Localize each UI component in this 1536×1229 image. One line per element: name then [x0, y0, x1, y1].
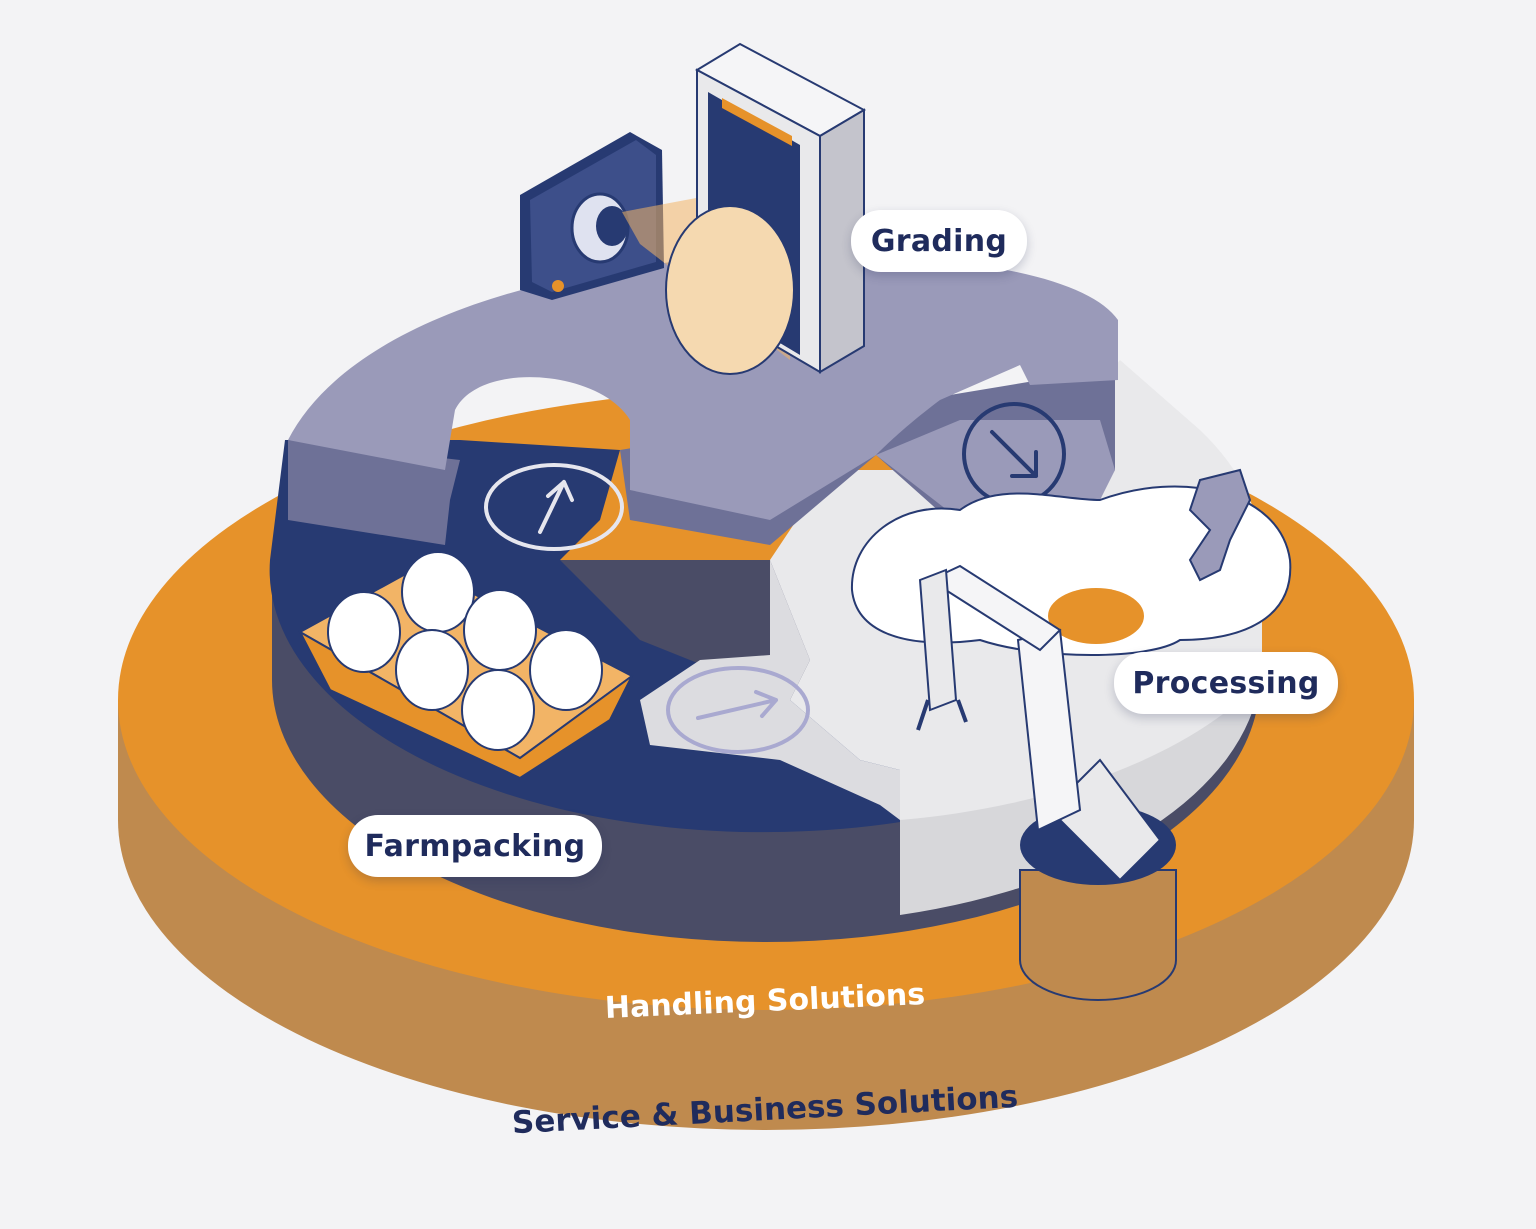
processing-arrow-icon: [666, 666, 810, 754]
egg-tray-icon: [297, 551, 634, 780]
farmpacking-label: Farmpacking: [348, 815, 602, 877]
cracked-egg-icon: [850, 468, 1292, 656]
grading-label: Grading: [851, 210, 1027, 272]
camera-icon: [520, 132, 664, 300]
processing-label: Processing: [1114, 652, 1338, 714]
scanned-egg-icon: [665, 205, 795, 375]
farmpacking-arrow-icon: [484, 463, 624, 551]
robot-arm-icon: [916, 564, 1177, 1001]
